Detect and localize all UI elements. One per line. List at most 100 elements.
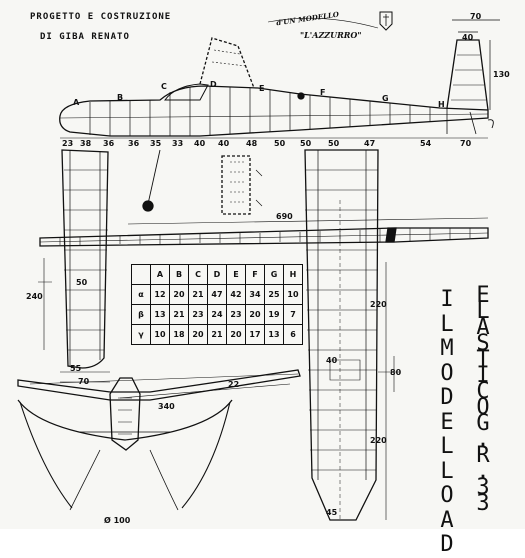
- tailplane-view: [17, 369, 301, 451]
- station-letter: F: [320, 88, 326, 97]
- spar-dim: 40: [326, 356, 338, 365]
- table-cell: 23: [226, 304, 246, 325]
- table-header-cell: B: [169, 264, 189, 285]
- fin-dim-top: 70: [470, 12, 482, 21]
- title-char: I: [440, 287, 454, 312]
- fuselage-dim: 38: [80, 139, 92, 148]
- station-letter: E: [259, 84, 265, 93]
- station-letter: C: [161, 82, 167, 91]
- row-symbol-cell: γ: [131, 324, 151, 345]
- title-char: .: [476, 427, 490, 452]
- title-char: D: [440, 385, 454, 410]
- table-cell: 42: [226, 284, 246, 305]
- title-char: O: [440, 483, 454, 508]
- table-header-row: A B C D E F G H: [131, 264, 303, 285]
- header-line-1: PROGETTO E COSTRUZIONE: [30, 12, 172, 22]
- fuselage-dim: 36: [128, 139, 140, 148]
- title-char: A: [440, 507, 454, 533]
- header-line-2: DI GIBA RENATO: [40, 32, 130, 42]
- fuselage-dim: 47: [364, 139, 376, 148]
- table-row: β 13 21 23 24 23 20 19 7: [131, 304, 303, 325]
- table-cell: 34: [245, 284, 265, 305]
- table-cell: 20: [226, 324, 246, 345]
- tip-dim-b: 70: [78, 377, 90, 386]
- station-letter: D: [210, 80, 217, 89]
- fuselage-dim: 33: [172, 139, 184, 148]
- prop-diameter-label: Ø 100: [104, 516, 131, 525]
- table-cell: 10: [283, 284, 303, 305]
- table-cell: 12: [150, 284, 170, 305]
- title-char: M: [440, 336, 454, 361]
- fin-dim-mid: 40: [462, 33, 474, 42]
- tip-dim-a: 55: [70, 364, 82, 373]
- table-header-cell: H: [283, 264, 303, 285]
- table-cell: 47: [207, 284, 227, 305]
- title-char: D: [440, 532, 454, 557]
- title-column-right: E L A S T I C O G . R . 3 3: [470, 283, 496, 516]
- table-cell: 20: [188, 324, 208, 345]
- fuselage-dim: 50: [300, 139, 312, 148]
- table-cell: 18: [169, 324, 189, 345]
- left-wing-top-view: [38, 149, 110, 383]
- hole-marker-icon: [142, 200, 154, 212]
- panel-dim-a: 220: [370, 300, 387, 309]
- title-char: E: [440, 409, 454, 435]
- offset-dim: 80: [390, 368, 402, 377]
- row-symbol-cell: α: [131, 284, 151, 305]
- title-char: O: [476, 395, 490, 420]
- tailplane-span-dim: 340: [158, 402, 175, 411]
- table-cell: 20: [169, 284, 189, 305]
- table-cell: 13: [264, 324, 284, 345]
- station-letter: A: [73, 98, 80, 107]
- wing-chord-dim: 240: [26, 292, 43, 301]
- table-corner-cell: [131, 264, 151, 285]
- fuselage-dim: 48: [246, 139, 258, 148]
- table-cell: 7: [283, 304, 303, 325]
- table-header-cell: A: [150, 264, 170, 285]
- fuselage-dim: 40: [194, 139, 206, 148]
- title-column-left: I L M O D E L L O A D: [434, 287, 460, 558]
- station-letter: G: [382, 94, 389, 103]
- signature-arc: [267, 17, 379, 29]
- table-row: α 12 20 21 47 42 34 25 10: [131, 284, 303, 305]
- table-cell: 23: [188, 304, 208, 325]
- table-cell: 19: [264, 304, 284, 325]
- table-cell: 25: [264, 284, 284, 305]
- fuselage-dim: 40: [218, 139, 230, 148]
- model-line-2: "L'AZZURRO": [300, 30, 362, 40]
- fuselage-dim: 35: [150, 139, 162, 148]
- title-char: R: [476, 443, 490, 468]
- title-char: E: [476, 283, 490, 308]
- table-row: γ 10 18 20 21 20 17 13 6: [131, 324, 303, 345]
- table-cell: 10: [150, 324, 170, 345]
- table-cell: 17: [245, 324, 265, 345]
- title-char: C: [476, 379, 490, 404]
- fuselage-dim: 50: [274, 139, 286, 148]
- root-dim: 45: [326, 508, 338, 517]
- station-letter: B: [117, 93, 124, 102]
- rib-detail-view: [221, 155, 263, 215]
- fuselage-dim: 36: [103, 139, 115, 148]
- table-header-cell: D: [207, 264, 227, 285]
- row-symbol-cell: β: [131, 304, 151, 325]
- table-cell: 21: [188, 284, 208, 305]
- fuselage-dim: 70: [460, 139, 472, 148]
- table-header-cell: G: [264, 264, 284, 285]
- title-char: .: [476, 459, 490, 484]
- right-wing-top-view: [304, 149, 400, 521]
- table-cell: 21: [207, 324, 227, 345]
- panel-dim-b: 220: [370, 436, 387, 445]
- propeller-arcs: [17, 399, 233, 511]
- title-char: S: [476, 331, 490, 356]
- title-char: 3: [476, 491, 490, 516]
- fuselage-side-view: [59, 37, 494, 139]
- fuselage-dim: 23: [62, 139, 74, 148]
- fuselage-dim: 54: [420, 139, 432, 148]
- table-cell: 21: [169, 304, 189, 325]
- table-cell: 13: [150, 304, 170, 325]
- title-char: L: [440, 458, 454, 484]
- title-char: O: [440, 360, 454, 386]
- title-char: L: [440, 434, 454, 459]
- tailplane-half-dim: 22: [228, 380, 240, 389]
